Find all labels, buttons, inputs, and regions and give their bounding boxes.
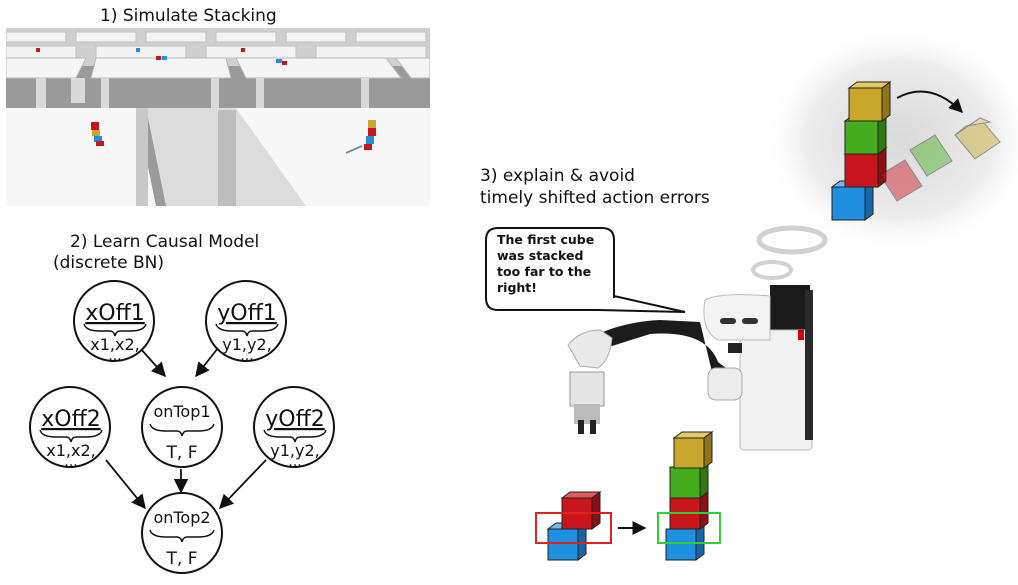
speech-line1: The first cube <box>497 232 594 247</box>
node-yoff2-values: y1,y2, <box>270 441 319 460</box>
shifted-cubes <box>546 491 602 561</box>
bayesian-network-diagram: xOff1 x1,x2, ... yOff1 y1,y2, ... xOff2 … <box>29 280 335 574</box>
error-highlight-box <box>535 512 612 544</box>
edge-yoff1-ontop1 <box>195 347 219 378</box>
node-xoff2-ellipsis: ... <box>64 454 77 470</box>
node-yoff2-circle <box>253 386 335 468</box>
node-ontop1-circle <box>141 386 223 468</box>
node-xoff1-values: x1,x2, <box>90 335 139 354</box>
node-ontop2-values: T, F <box>166 549 198 569</box>
step3-title-line1: 3) explain & avoid <box>480 166 635 186</box>
node-xoff1-name: xOff1 <box>85 301 145 326</box>
thought-arrow <box>896 90 963 113</box>
step2-title-line2: (discrete BN) <box>53 253 164 273</box>
node-xoff2-name: xOff2 <box>41 407 101 432</box>
edge-xoff2-ontop2 <box>105 459 146 510</box>
brace-ontop2 <box>149 529 215 543</box>
node-xoff1-ellipsis: ... <box>108 348 121 364</box>
node-xoff1-circle <box>73 280 155 362</box>
speech-bubble <box>485 227 686 313</box>
node-xoff2-circle <box>29 386 111 468</box>
success-highlight-box <box>657 512 721 544</box>
brace-yoff1 <box>215 323 279 337</box>
node-ontop2-circle <box>141 492 223 574</box>
brace-ontop1 <box>149 423 215 437</box>
edge-yoff2-ontop2 <box>219 459 267 510</box>
brace-yoff2 <box>263 429 327 443</box>
node-ontop1-values: T, F <box>166 443 198 463</box>
node-yoff2-ellipsis: ... <box>288 454 301 470</box>
thought-cloud <box>765 28 1018 252</box>
robot-scene: The first cube was stacked too far to th… <box>485 28 1018 561</box>
node-yoff1-name: yOff1 <box>217 301 277 326</box>
speech-line4: right! <box>497 280 537 295</box>
correct-stack <box>665 431 714 561</box>
node-yoff1-ellipsis: ... <box>240 348 253 364</box>
thought-bubble-small <box>751 260 793 280</box>
edge-xoff1-ontop1 <box>139 347 166 378</box>
node-yoff1-values: y1,y2, <box>222 335 271 354</box>
robot-figure <box>567 285 813 451</box>
step2-title-line1: 2) Learn Causal Model <box>70 232 260 252</box>
step1-title: 1) Simulate Stacking <box>100 6 277 26</box>
node-ontop2-name: onTop2 <box>153 508 210 527</box>
speech-line2: was stacked <box>497 248 583 263</box>
thought-bubble-large <box>756 225 828 255</box>
node-yoff1-circle <box>205 280 287 362</box>
brace-xoff1 <box>83 323 147 337</box>
thought-cube-stack <box>830 81 1001 221</box>
simulation-scene-image <box>6 28 430 206</box>
node-xoff2-values: x1,x2, <box>46 441 95 460</box>
speech-line3: too far to the <box>497 264 591 279</box>
brace-xoff2 <box>39 429 103 443</box>
node-ontop1-name: onTop1 <box>153 402 210 421</box>
step3-title-line2: timely shifted action errors <box>480 188 710 208</box>
node-yoff2-name: yOff2 <box>265 407 325 432</box>
